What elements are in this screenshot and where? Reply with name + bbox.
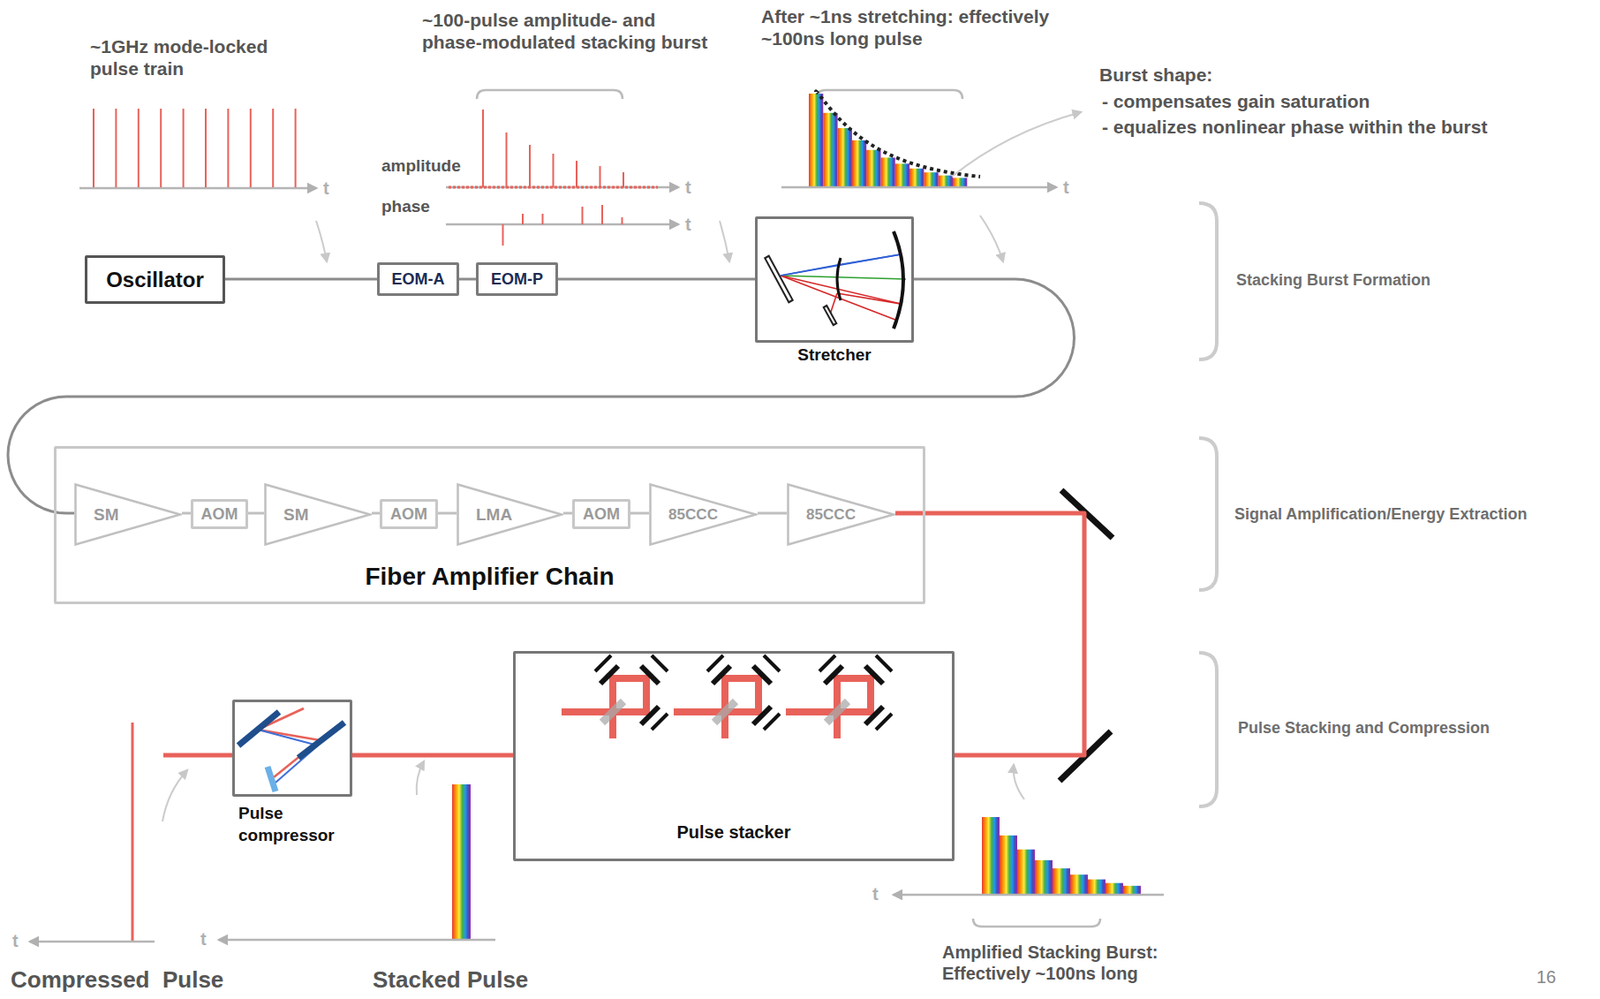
- stacking-cavity: [561, 655, 892, 739]
- stacked-pulse: [218, 761, 496, 940]
- node-label: AOM: [582, 505, 620, 524]
- pulse-train: [79, 108, 327, 262]
- node-label: Stretcher: [757, 345, 912, 365]
- node-label: EOM-P: [490, 270, 544, 289]
- modulator-box: EOM-P: [475, 262, 559, 296]
- amplified-burst: [893, 764, 1164, 927]
- amplifier-outline: [74, 483, 182, 546]
- node-label: 85CCC: [786, 505, 856, 524]
- node-label: Oscillator: [105, 267, 204, 293]
- stacking-burst: [445, 90, 730, 262]
- stacker-box: Pulse stacker: [513, 650, 955, 861]
- node-label: EOM-A: [392, 270, 446, 289]
- node-label: Fiber Amplifier Chain: [56, 562, 923, 591]
- section-label: Stacking Burst Formation: [1236, 271, 1431, 291]
- beam-connector: [7, 279, 1075, 514]
- amplifier-triangle: SM: [74, 483, 182, 546]
- axis-label: t: [685, 213, 692, 235]
- node-label: Pulse stacker: [515, 822, 952, 843]
- beam-connector: [437, 512, 457, 515]
- annotation: ~1GHz mode-locked pulse train: [90, 35, 320, 80]
- output-name: Compressed Pulse: [10, 966, 224, 994]
- beam-connector: [459, 278, 476, 281]
- annotation: ~100-pulse amplitude- and phase-modulate…: [422, 8, 714, 53]
- beam-connector: [248, 512, 265, 515]
- annotation: After ~1ns stretching: effectively ~100n…: [761, 5, 1088, 50]
- modulator-box: AOM: [572, 498, 631, 529]
- axis-label: t: [323, 177, 330, 199]
- beam-connector: [630, 512, 650, 515]
- compressed-pulse: [30, 722, 188, 942]
- amplifier-triangle: 85CCC: [786, 483, 896, 546]
- stretcher-optics: [766, 231, 906, 329]
- amplifier-triangle: SM: [264, 483, 372, 546]
- amplifier-outline: [264, 483, 372, 546]
- stretched-burst: [781, 90, 1081, 262]
- node-label: 85CCC: [649, 505, 718, 524]
- bullet-note: - equalizes nonlinear phase within the b…: [1101, 115, 1500, 138]
- compressor-optics: [238, 708, 345, 792]
- modulator-box: AOM: [379, 498, 438, 529]
- annotation: Amplified Stacking Burst: Effectively ~1…: [942, 941, 1225, 984]
- modulator-box: AOM: [190, 498, 249, 529]
- beam-connector: [225, 278, 378, 281]
- section-label: Signal Amplification/Energy Extraction: [1234, 505, 1527, 525]
- axis-label: t: [1063, 176, 1070, 198]
- compressor-box: Pulse compressor: [232, 699, 353, 797]
- page-number: 16: [1536, 966, 1556, 988]
- axis-name: phase: [381, 196, 431, 218]
- output-beam: [163, 753, 233, 758]
- node-label: LMA: [456, 505, 513, 525]
- amplifier-triangle: 85CCC: [649, 483, 758, 546]
- beam-connector: [563, 512, 573, 515]
- beam-connector: [757, 512, 787, 515]
- axis-label: t: [872, 883, 879, 905]
- beam-connector: [371, 512, 380, 515]
- section-label: Pulse Stacking and Compression: [1237, 718, 1490, 739]
- beam-connector: [558, 278, 755, 281]
- amplifier-chain: Fiber Amplifier Chain SM AOM SM AOM LMA AOM 85C…: [53, 445, 926, 604]
- axis-label: t: [685, 176, 692, 198]
- beam-connector: [181, 512, 191, 515]
- stretcher-box: Stretcher: [754, 216, 914, 343]
- annotation: Burst shape:: [1099, 63, 1213, 86]
- source-box: Oscillator: [84, 255, 226, 304]
- node-label: AOM: [201, 505, 239, 524]
- bullet-note: - compensates gain saturation: [1101, 90, 1509, 113]
- axis-label: t: [200, 928, 207, 950]
- node-label: AOM: [390, 505, 428, 524]
- section-bracket: [1199, 203, 1217, 807]
- axis-label: t: [12, 929, 19, 951]
- output-name: Stacked Pulse: [372, 966, 529, 994]
- axis-name: amplitude: [381, 156, 461, 177]
- node-label: SM: [264, 505, 310, 525]
- beam-connector: [352, 753, 514, 758]
- node-label: Pulse compressor: [238, 802, 363, 846]
- amplifier-triangle: LMA: [456, 483, 564, 546]
- node-label: SM: [74, 505, 120, 525]
- modulator-box: EOM-A: [377, 262, 460, 296]
